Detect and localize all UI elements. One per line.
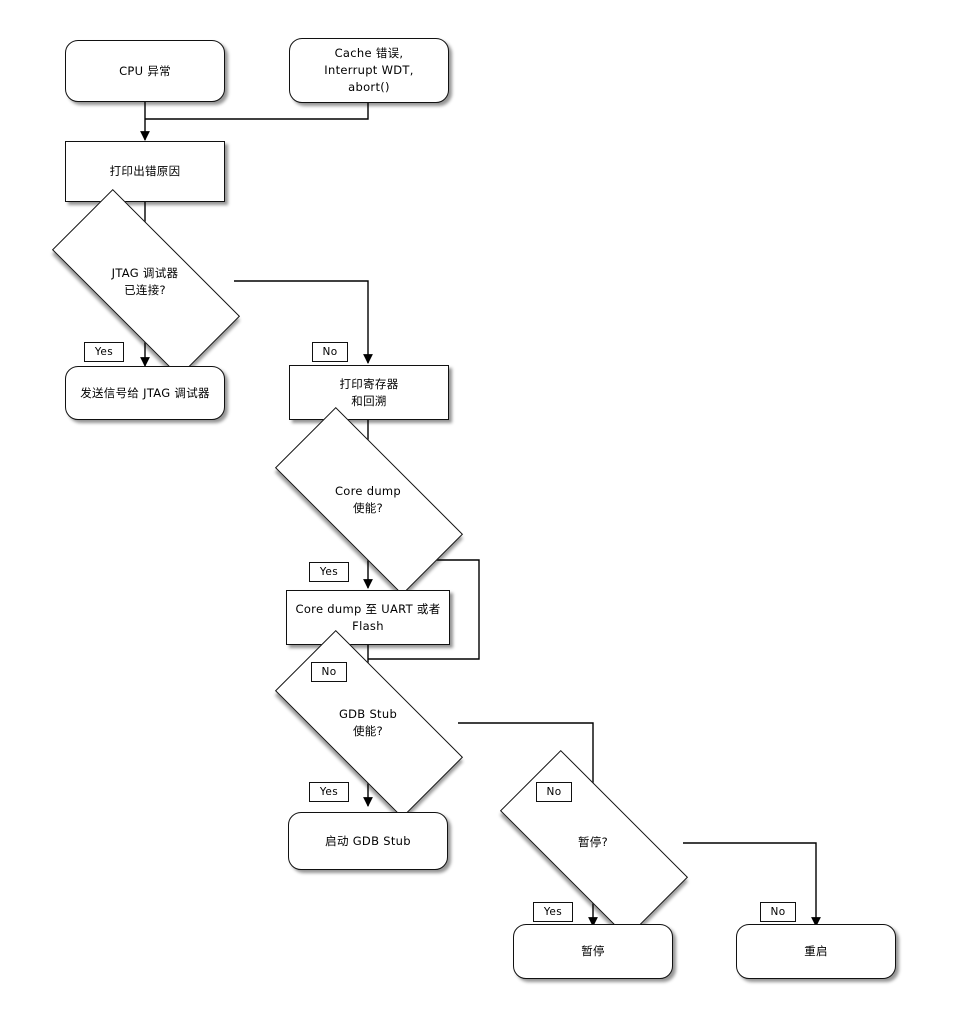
node-coredump-action[interactable]: Core dump 至 UART 或者 Flash	[286, 590, 450, 645]
node-reboot-label: 重启	[804, 944, 828, 959]
edge-tag-halt-no: No	[760, 902, 796, 922]
node-halt-label: 暂停	[581, 944, 605, 959]
edge-tag-gdbstub-no: No	[536, 782, 572, 802]
node-start-gdbstub[interactable]: 启动 GDB Stub	[288, 812, 448, 870]
edge-tag-jtag-no: No	[312, 342, 348, 362]
node-print-regs-label: 打印寄存器 和回溯	[339, 376, 399, 408]
node-cache-error-label: Cache 错误, Interrupt WDT, abort()	[324, 46, 414, 94]
node-halt[interactable]: 暂停	[513, 924, 673, 979]
node-gdbstub-decision[interactable]: GDB Stub 使能?	[274, 629, 464, 819]
node-print-reason[interactable]: 打印出错原因	[65, 141, 225, 202]
node-coredump-decision-label: Core dump 使能?	[334, 483, 402, 515]
node-jtag-decision-label: JTAG 调试器 已连接?	[111, 265, 179, 297]
node-gdbstub-decision-label: GDB Stub 使能?	[338, 706, 398, 738]
node-cache-error[interactable]: Cache 错误, Interrupt WDT, abort()	[289, 38, 449, 103]
node-reboot[interactable]: 重启	[736, 924, 896, 979]
edge-tag-gdbstub-yes: Yes	[309, 782, 349, 802]
node-signal-jtag[interactable]: 发送信号给 JTAG 调试器	[65, 366, 225, 420]
node-start-gdbstub-label: 启动 GDB Stub	[325, 833, 411, 848]
node-halt-decision[interactable]: 暂停?	[499, 749, 689, 939]
edge-cache-to-merge	[145, 103, 369, 120]
node-jtag-decision[interactable]: JTAG 调试器 已连接?	[51, 188, 241, 378]
node-halt-decision-label: 暂停?	[577, 835, 608, 850]
edge-tag-coredump-no: No	[311, 662, 347, 682]
edge-halt-no	[683, 842, 821, 927]
node-cpu-exception-label: CPU 异常	[119, 63, 171, 78]
node-print-reason-label: 打印出错原因	[109, 164, 181, 179]
node-coredump-decision[interactable]: Core dump 使能?	[274, 406, 464, 596]
node-coredump-action-label: Core dump 至 UART 或者 Flash	[295, 601, 441, 633]
edge-tag-jtag-yes: Yes	[84, 342, 124, 362]
node-print-regs[interactable]: 打印寄存器 和回溯	[289, 365, 449, 420]
node-cpu-exception[interactable]: CPU 异常	[65, 40, 225, 102]
node-signal-jtag-label: 发送信号给 JTAG 调试器	[80, 385, 210, 400]
edge-tag-coredump-yes: Yes	[309, 562, 349, 582]
edge-tag-halt-yes: Yes	[533, 902, 573, 922]
